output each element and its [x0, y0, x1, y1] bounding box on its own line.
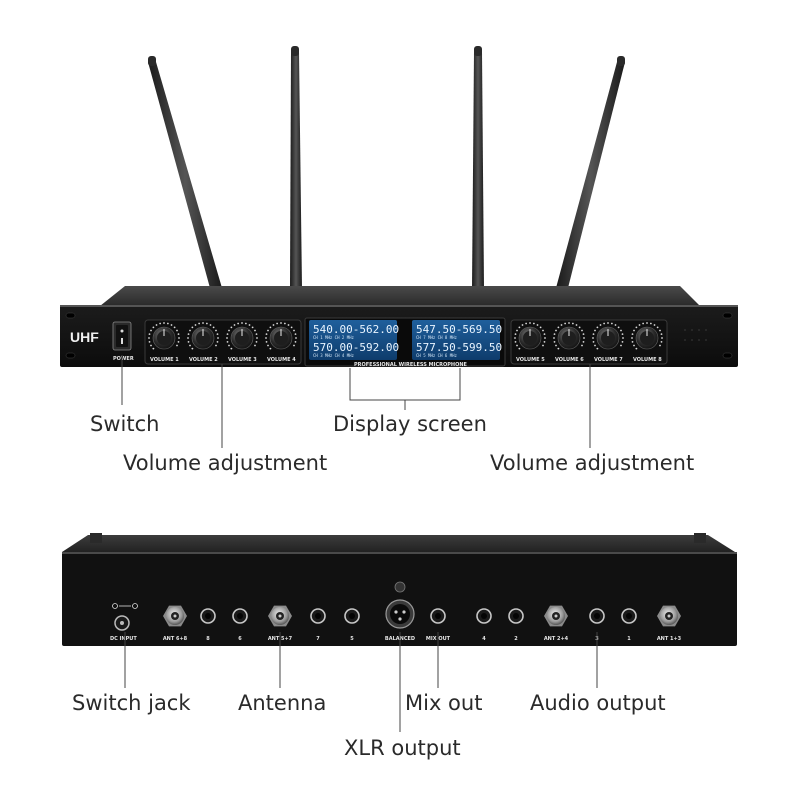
volume-label-8: VOLUME 8 — [633, 357, 662, 363]
knob-bay-right — [510, 319, 668, 365]
lcd-2-sub-2: CH 5 MHz CH 6 MHz — [416, 353, 458, 358]
volume-knob-2[interactable] — [187, 322, 219, 350]
port-label-4: 4 — [482, 636, 486, 642]
rear-chassis-top — [62, 535, 735, 552]
callout-mix-out: Mix out — [405, 691, 483, 715]
volume-knob-4[interactable] — [265, 322, 297, 350]
jack-port-6[interactable] — [232, 608, 248, 624]
volume-label-1: VOLUME 1 — [150, 357, 179, 363]
port-label-5: 5 — [350, 636, 354, 642]
volume-label-4: VOLUME 4 — [267, 357, 296, 363]
jack-port-7[interactable] — [310, 608, 326, 624]
lcd-1-sub-2: CH 3 MHz CH 4 MHz — [313, 353, 355, 358]
knob-bay-left — [144, 319, 302, 365]
bnc-port-ant-2-4[interactable] — [544, 605, 568, 627]
power-label: POWER — [113, 356, 134, 362]
volume-knob-1[interactable] — [148, 322, 180, 350]
jack-port-3[interactable] — [589, 608, 605, 624]
antenna-2 — [290, 46, 302, 290]
volume-knob-5[interactable] — [514, 322, 546, 350]
lcd-screen-2: 547.50-569.50 CH 7 MHz CH 8 MHz 577.50-5… — [412, 320, 502, 360]
bnc-port-ant-1-3[interactable] — [657, 605, 681, 627]
brand-label: UHF — [70, 329, 99, 345]
jack-port-1[interactable] — [621, 608, 637, 624]
rear-panel — [62, 552, 737, 646]
port-label-7: 7 — [316, 636, 320, 642]
port-label-1: 1 — [627, 636, 631, 642]
jack-port-4[interactable] — [476, 608, 492, 624]
front-leader-lines — [121, 355, 591, 448]
port-label-2: 2 — [514, 636, 518, 642]
volume-knob-8[interactable] — [631, 322, 663, 350]
volume-knob-6[interactable] — [553, 322, 585, 350]
port-label-ant-6-8: ANT 6+8 — [163, 636, 188, 642]
dc-input-jack[interactable] — [112, 603, 138, 631]
port-label-ant-1-3: ANT 1+3 — [657, 636, 682, 642]
callout-switch: Switch — [90, 412, 160, 436]
front-receiver: UHF POWER VOLUME 1 VOLUME 2 VOLUME 3 VOL… — [60, 46, 738, 368]
antenna-4 — [556, 56, 625, 288]
power-switch[interactable] — [112, 321, 132, 351]
panel-caption: PROFESSIONAL WIRELESS MICROPHONE — [354, 362, 468, 368]
volume-label-6: VOLUME 6 — [555, 357, 584, 363]
lcd-2-sub-1: CH 7 MHz CH 8 MHz — [416, 335, 458, 340]
volume-knob-7[interactable] — [592, 322, 624, 350]
lcd-screen-1: 540.00-562.00 CH 1 MHz CH 2 MHz 570.00-5… — [309, 320, 399, 360]
lcd-1-line-2: 570.00-592.00 — [313, 341, 399, 354]
callout-xlr-output: XLR output — [344, 736, 461, 760]
callout-switch-jack: Switch jack — [72, 691, 191, 715]
xlr-port-balanced[interactable] — [385, 599, 415, 629]
rear-leader-lines — [124, 632, 598, 732]
bnc-port-ant-6-8[interactable] — [163, 605, 187, 627]
antenna-1 — [148, 56, 222, 288]
callout-volume-right: Volume adjustment — [490, 451, 695, 475]
port-label-6: 6 — [238, 636, 242, 642]
jack-port-2[interactable] — [508, 608, 524, 624]
chassis-top — [100, 286, 700, 306]
antenna-3 — [472, 46, 484, 290]
callout-display: Display screen — [333, 412, 487, 436]
callout-antenna: Antenna — [238, 691, 327, 715]
port-label-8: 8 — [206, 636, 210, 642]
volume-label-7: VOLUME 7 — [594, 357, 623, 363]
volume-label-2: VOLUME 2 — [189, 357, 218, 363]
callout-audio-output: Audio output — [530, 691, 666, 715]
volume-knob-3[interactable] — [226, 322, 258, 350]
jack-port-mix-out[interactable] — [430, 608, 446, 624]
port-label-ant-2-4: ANT 2+4 — [544, 636, 569, 642]
volume-label-5: VOLUME 5 — [516, 357, 545, 363]
dc-input-label: DC INPUT — [110, 636, 137, 642]
jack-port-5[interactable] — [344, 608, 360, 624]
bnc-port-ant-5-7[interactable] — [268, 605, 292, 627]
lcd-1-sub-1: CH 1 MHz CH 2 MHz — [313, 335, 355, 340]
callout-volume-left: Volume adjustment — [123, 451, 328, 475]
jack-port-8[interactable] — [200, 608, 216, 624]
lcd-1-line-1: 540.00-562.00 — [313, 323, 399, 336]
lcd-2-line-1: 547.50-569.50 — [416, 323, 502, 336]
lcd-2-line-2: 577.50-599.50 — [416, 341, 502, 354]
volume-label-3: VOLUME 3 — [228, 357, 257, 363]
